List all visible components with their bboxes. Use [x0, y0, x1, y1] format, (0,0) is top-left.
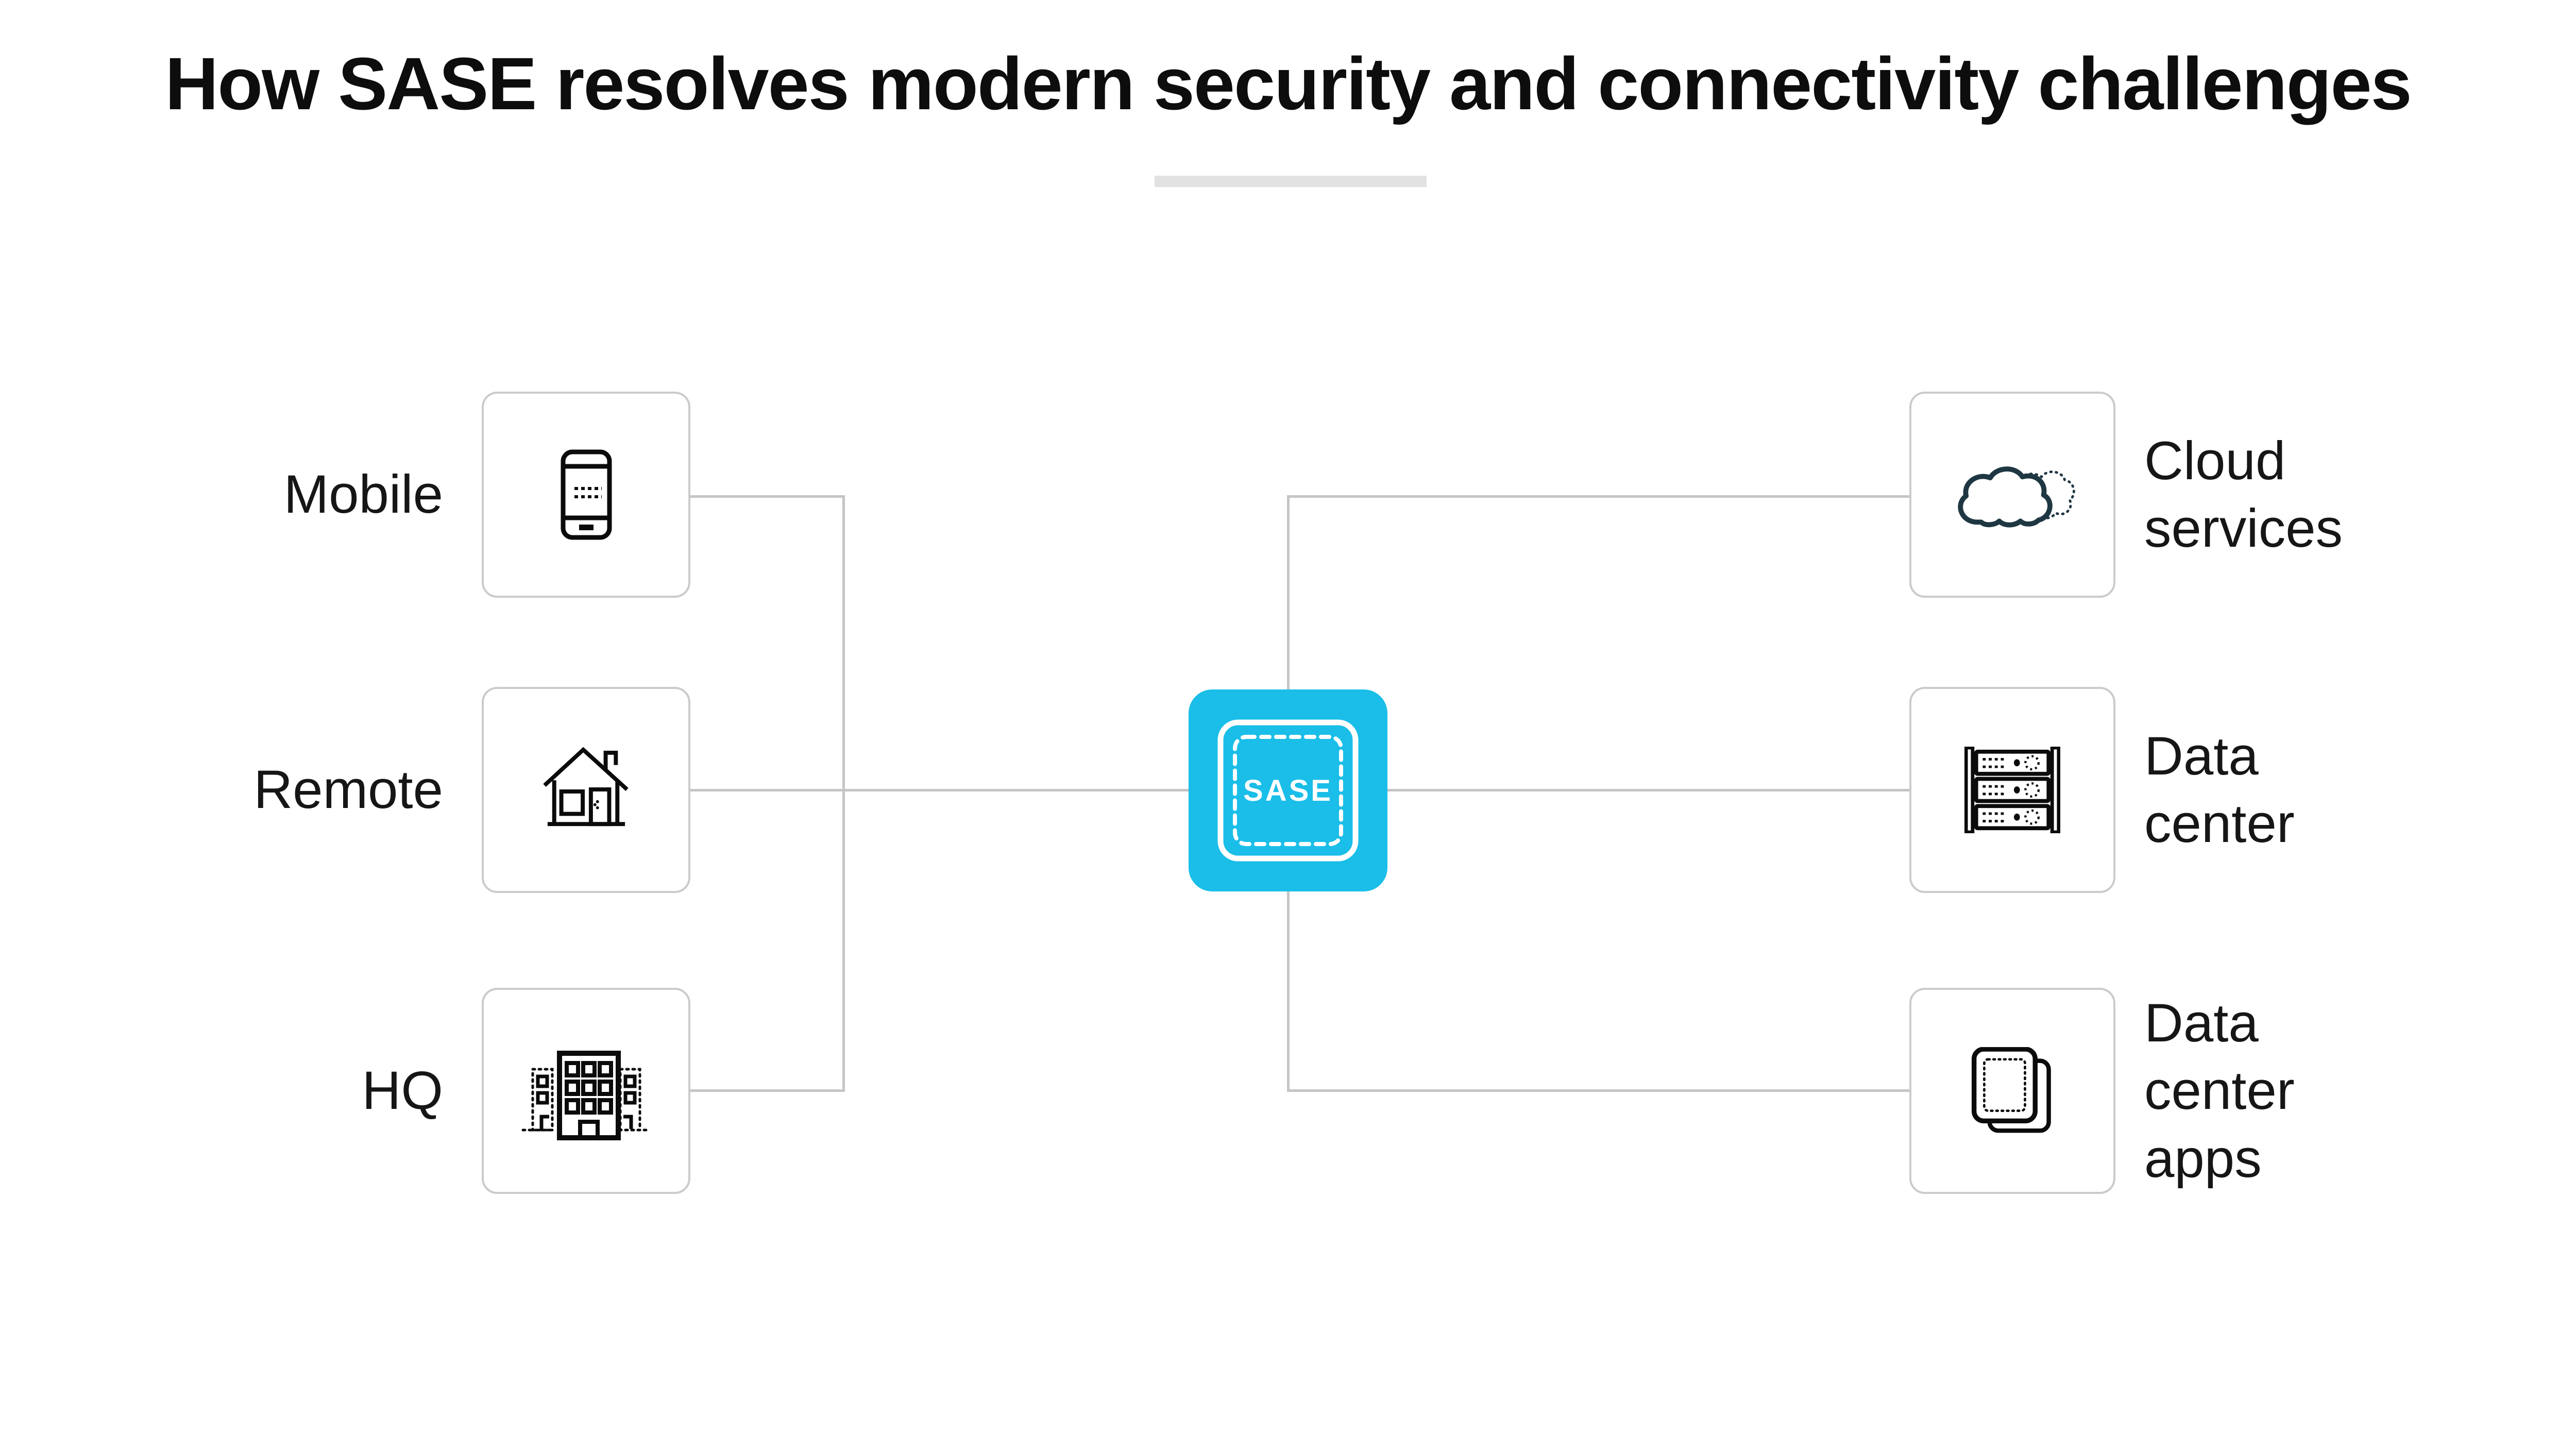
connector-sase-to-datacenter [1386, 789, 1910, 791]
node-box-mobile [482, 392, 690, 598]
connector-sase-to-cloud-vertical [1287, 495, 1290, 691]
office-building-icon [521, 1051, 651, 1140]
node-box-remote [482, 687, 690, 893]
sase-dashed-square-icon [1217, 719, 1359, 862]
title-underline [1155, 176, 1427, 187]
connector-sase-to-apps-vertical [1287, 891, 1290, 1091]
node-label-data-center: Data center [2144, 726, 2295, 854]
server-rack-icon [1964, 747, 2060, 833]
connector-hq-to-trunk [689, 1089, 845, 1092]
sase-label: SASE [1243, 773, 1333, 807]
node-label-hq: HQ [362, 1060, 444, 1121]
node-box-data-center-apps [1909, 988, 2115, 1194]
cloud-icon [1958, 466, 2075, 527]
node-label-cloud-services: Cloud services [2144, 430, 2343, 559]
sase-node: SASE [1189, 689, 1387, 891]
connector-sase-to-apps-horizontal [1287, 1089, 1911, 1092]
connector-sase-to-cloud-horizontal [1287, 495, 1911, 498]
smartphone-icon [561, 449, 612, 540]
node-label-mobile: Mobile [283, 464, 443, 525]
stacked-apps-icon [1971, 1047, 2051, 1133]
node-box-cloud-services [1909, 392, 2115, 598]
node-box-data-center [1909, 687, 2115, 893]
page-title: How SASE resolves modern security and co… [165, 42, 2412, 125]
connector-mobile-to-trunk [689, 495, 845, 498]
house-icon [543, 747, 629, 827]
connector-remote-to-sase [689, 789, 1189, 791]
connector-left-trunk [842, 495, 845, 1092]
node-box-hq [482, 988, 690, 1194]
node-label-data-center-apps: Data center apps [2144, 993, 2295, 1189]
node-label-remote: Remote [253, 760, 443, 820]
